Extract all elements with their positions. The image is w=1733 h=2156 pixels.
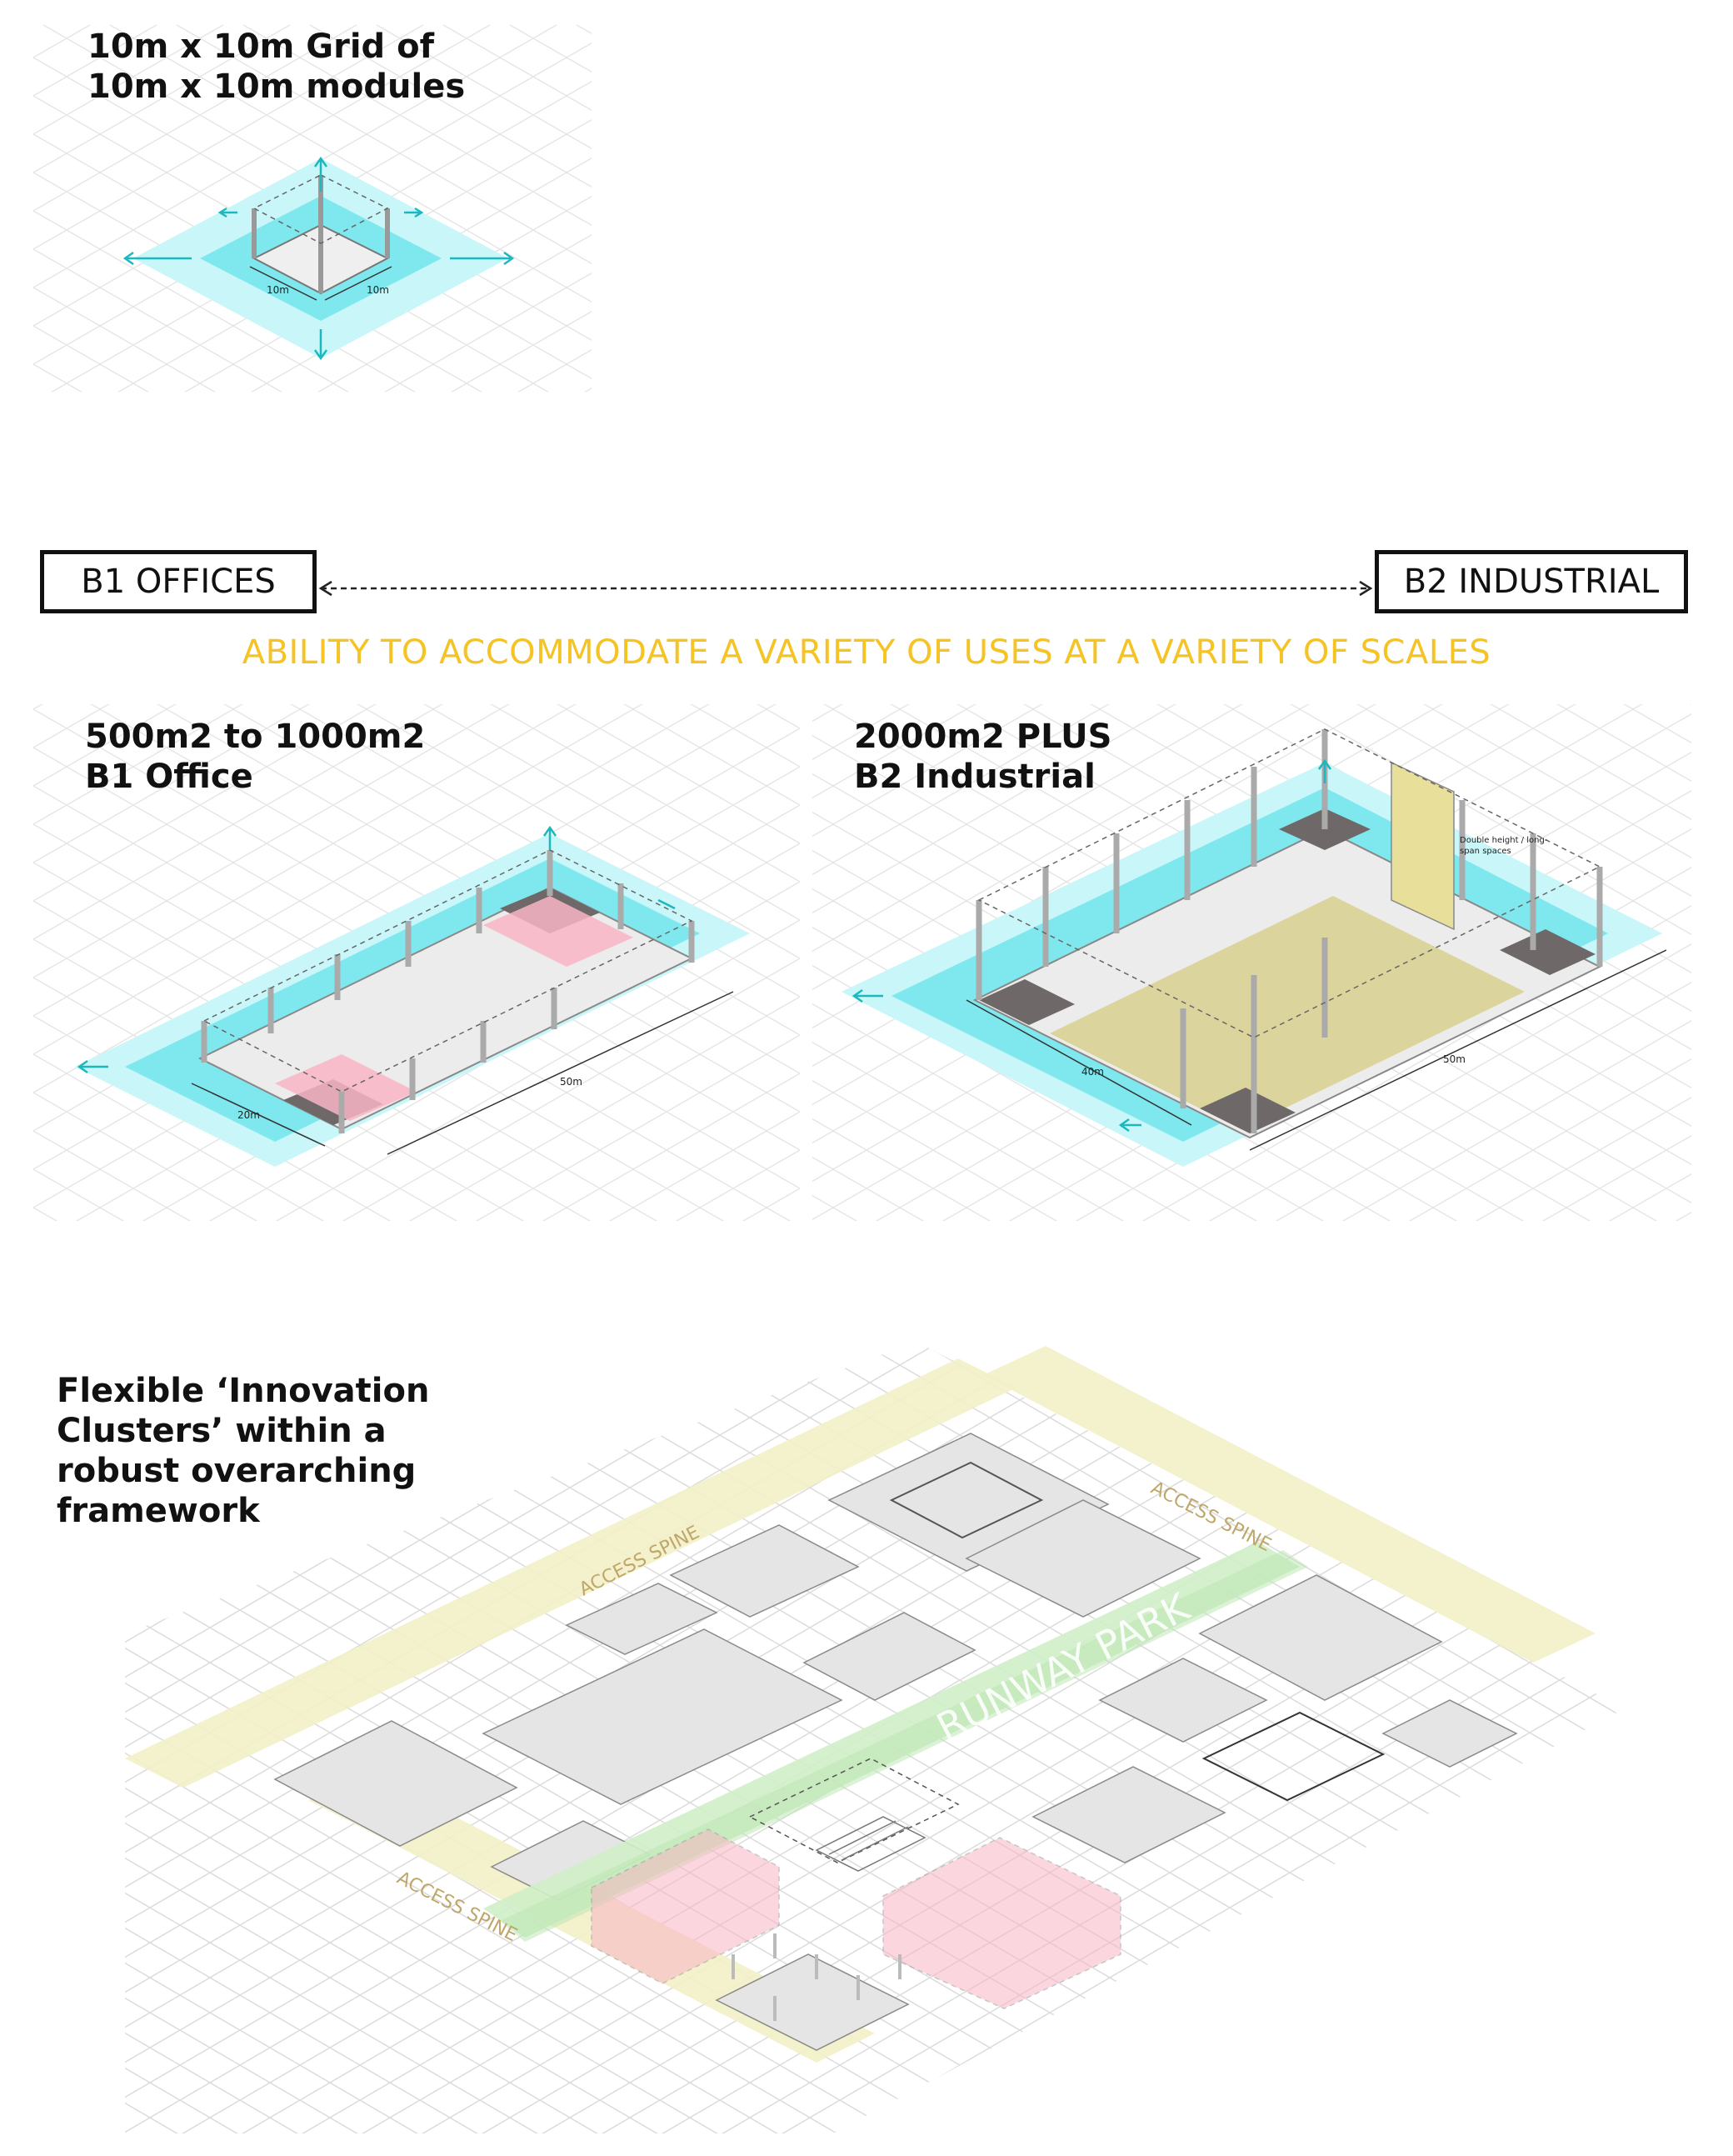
industrial-columns: [976, 729, 1603, 1133]
panel3-dim-long: 50m: [1443, 1053, 1466, 1065]
panel2-title-line2: B1 Office: [85, 758, 253, 796]
panel4-title-line4: framework: [57, 1492, 260, 1530]
panel3-title-line1: 2000m2 PLUS: [854, 718, 1112, 756]
industrial-core-4: [1500, 929, 1596, 975]
empty-plot-outline: [1201, 1711, 1386, 1802]
panel2-title-line1: 500m2 to 1000m2: [85, 718, 426, 756]
industrial-core-2: [979, 979, 1075, 1025]
panel4-title: Flexible ‘Innovation Clusters’ within a …: [57, 1371, 429, 1531]
cluster-dashed-frame: [748, 1758, 960, 1863]
access-spine-east: [983, 1346, 1596, 1663]
office-shared-space-2: [275, 1054, 417, 1121]
panel1-title: 10m x 10m Grid of 10m x 10m modules: [87, 27, 465, 107]
panel2-title: 500m2 to 1000m2 B1 Office: [85, 717, 425, 797]
industrial-double-height-zone: [1050, 896, 1525, 1129]
industrial-feature-wall: [1391, 761, 1455, 931]
panel1-dim-a: 10m: [267, 284, 289, 296]
panel2-dim-short: 20m: [237, 1109, 260, 1121]
panel3-title-line2: B2 Industrial: [854, 758, 1096, 796]
b1-offices-label-box: B1 OFFICES: [40, 550, 317, 613]
b2-industrial-label: B2 INDUSTRIAL: [1403, 563, 1660, 601]
cluster-plots: [273, 1433, 1518, 2051]
module-expand-arrows: [122, 156, 515, 361]
access-spine-north: [125, 1358, 1016, 1788]
cluster-pink-right: [882, 1837, 1121, 2009]
cluster-stair-detail: [815, 1816, 926, 1872]
office-columns: [201, 850, 695, 1133]
office-shared-space-1: [483, 896, 633, 967]
cluster-columns: [732, 1933, 901, 2021]
industrial-core-3: [1200, 1088, 1296, 1133]
office-expand-arrows: [77, 825, 676, 1074]
panel3-dim-short: 40m: [1081, 1066, 1104, 1078]
panel3-note: Double height / long-span spaces: [1460, 836, 1548, 856]
panel1-dim-b: 10m: [367, 284, 389, 296]
industrial-expand-arrows: [852, 758, 1332, 1133]
b2-industrial-label-box: B2 INDUSTRIAL: [1375, 550, 1688, 613]
panel1-title-line2: 10m x 10m modules: [87, 68, 466, 106]
panel4-title-line3: robust overarching: [57, 1452, 417, 1490]
cluster-pink-left: [591, 1828, 780, 1984]
panel4-title-line2: Clusters’ within a: [57, 1412, 387, 1450]
b1-offices-label: B1 OFFICES: [81, 563, 276, 601]
panel1-title-line1: 10m x 10m Grid of: [87, 28, 434, 66]
panel3-title: 2000m2 PLUS B2 Industrial: [854, 717, 1111, 797]
panel4-title-line1: Flexible ‘Innovation: [57, 1372, 430, 1410]
scales-tagline: ABILITY TO ACCOMMODATE A VARIETY OF USES…: [242, 633, 1491, 672]
panel2-dim-long: 50m: [560, 1076, 582, 1088]
